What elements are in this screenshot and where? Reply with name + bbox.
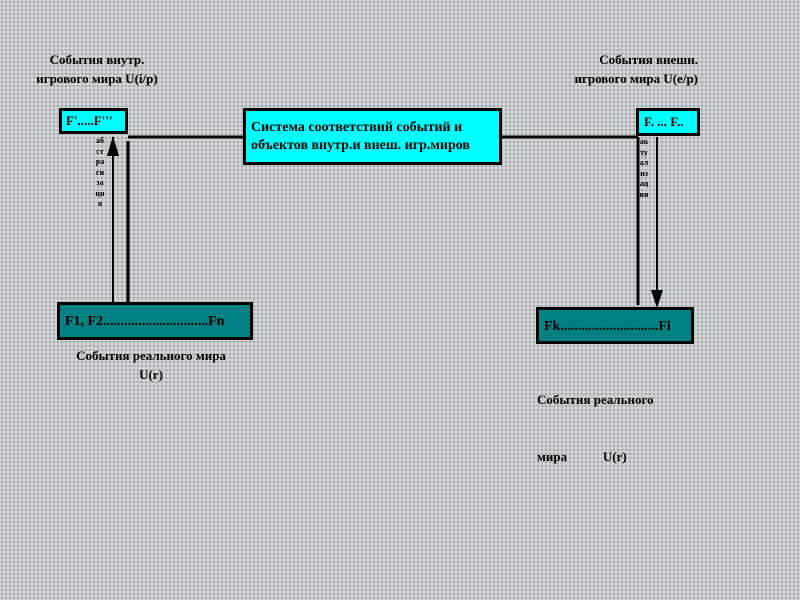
abstraction-arrowhead — [107, 136, 119, 156]
outer-f-box: F. ... F.. — [636, 108, 700, 136]
real-left-line-1: События реального мира — [76, 348, 226, 363]
actualization-label: актуализация — [639, 137, 649, 199]
real-events-right-box: Fk............................Fi — [536, 307, 694, 344]
correspondence-system-box: Система соответствий событий и объектов … — [243, 108, 502, 165]
inner-events-line-1: События внутр. — [49, 52, 145, 67]
inner-f-text: F'.....F''' — [66, 113, 113, 128]
system-line-1: Система соответствий событий и — [251, 120, 463, 135]
real-left-line-2: U(r) — [139, 367, 163, 382]
inner-events-line-2: игрового мира U(i/p) — [36, 71, 158, 86]
real-events-right-caption: События реального мира U(r) — [537, 352, 654, 485]
system-line-2: объектов внутр.и внеш. игр.миров — [251, 138, 470, 153]
outer-events-caption: События внешн. игрового мира U(e/p) — [540, 50, 698, 88]
real-events-left-box: F1, F2..............................Fn — [57, 302, 253, 340]
real-right-text: Fk............................Fi — [544, 319, 671, 334]
outer-f-text: F. ... F.. — [644, 114, 684, 129]
inner-events-caption: События внутр. игрового мира U(i/p) — [22, 50, 172, 88]
real-left-text: F1, F2..............................Fn — [65, 314, 225, 329]
real-right-line-1: События реального — [537, 392, 654, 407]
abstraction-label: абстрагизация — [95, 136, 105, 208]
inner-f-box: F'.....F''' — [59, 108, 128, 134]
actualization-arrowhead — [651, 290, 663, 308]
real-right-line-2: мира U(r) — [537, 449, 627, 464]
real-events-left-caption: События реального мира U(r) — [57, 346, 245, 384]
outer-events-line-2: игрового мира U(e/p) — [574, 71, 698, 86]
outer-events-line-1: События внешн. — [599, 52, 698, 67]
